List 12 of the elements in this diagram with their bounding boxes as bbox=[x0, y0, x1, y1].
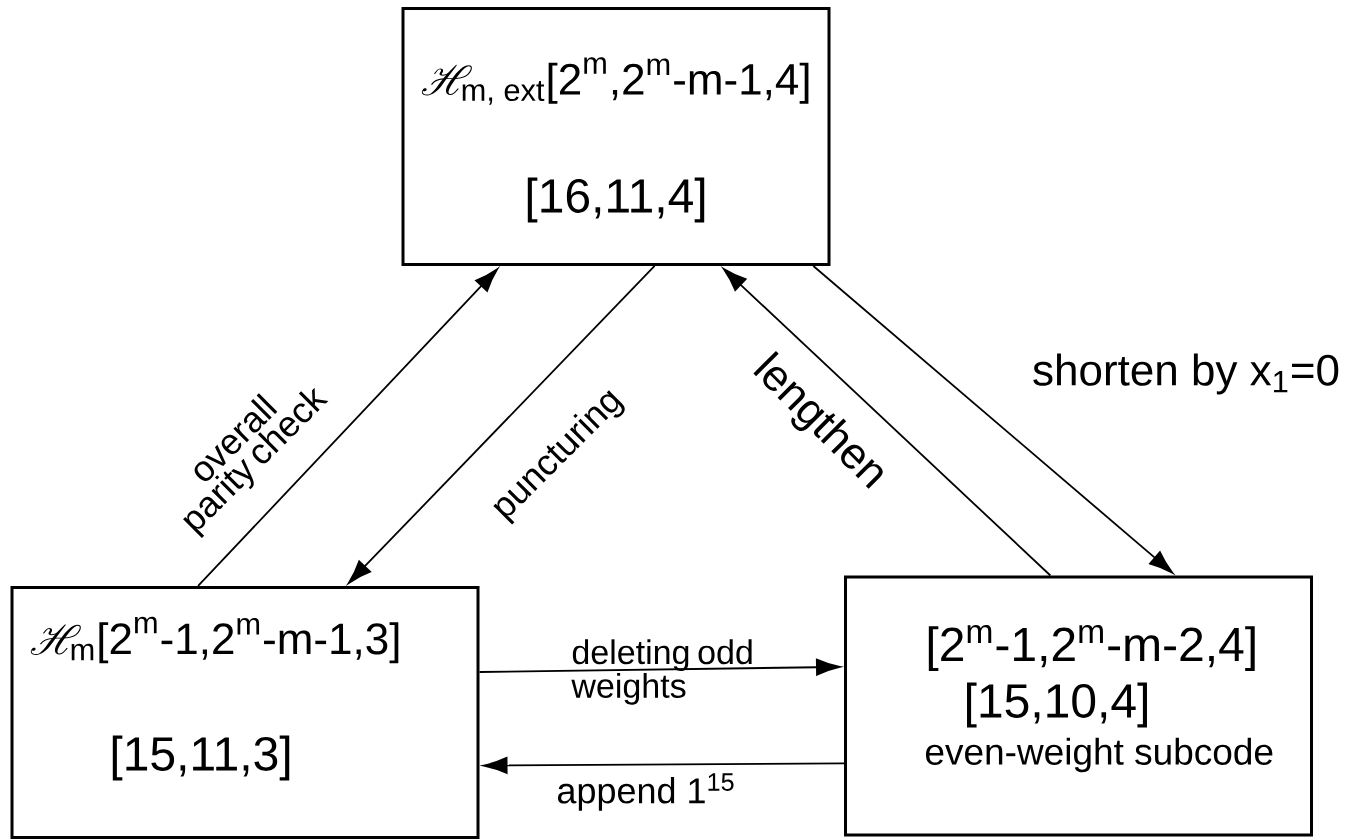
arrow bbox=[478, 658, 841, 676]
edge-label: deleting odd weights bbox=[571, 639, 752, 705]
arrow bbox=[482, 757, 845, 774]
code-box: [2$^{m}$-1,2$^{m}$-m-2,4] [15,10,4] even-weight subcode bbox=[844, 575, 1313, 837]
edge-label: shorten by x$_{1}$=0 bbox=[1033, 353, 1339, 395]
code-box: $\mathscr{H}_{\text{m}}\text{[2}^{\text{m}}\text{-1,2}^{\text{m}}\text{-m-1,3]}$ [15,11,3] bbox=[10, 586, 480, 839]
edge-label: append 1$^{15}$ bbox=[557, 773, 734, 811]
code-box: $\mathscr{H}_{\text{m, ext}}\text{[2}^{\text{m}}\text{,2}^{\text{m}}\text{-m-1,4]}$ [16,11,4] bbox=[401, 7, 831, 266]
arrow bbox=[722, 268, 1052, 577]
arrow bbox=[197, 268, 499, 587]
arrow bbox=[812, 265, 1174, 574]
arrow bbox=[347, 265, 656, 584]
